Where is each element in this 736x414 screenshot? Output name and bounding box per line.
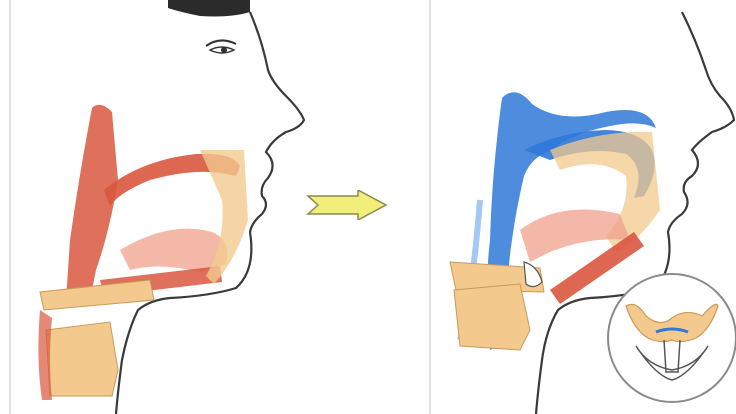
larynx-detail-inset [608,274,736,402]
larynx-cartilage [454,284,530,350]
head-profile-after [420,0,736,414]
larynx-cartilage [46,322,118,396]
tongue-muscle [120,229,227,272]
hyoid-bone [40,280,154,310]
eye-icon [206,40,236,53]
transition-arrow [306,190,388,220]
face-outline [116,12,304,414]
neck-muscle [38,310,52,400]
epiglottis [524,262,542,287]
hair [168,0,250,17]
panel-after [420,0,736,414]
